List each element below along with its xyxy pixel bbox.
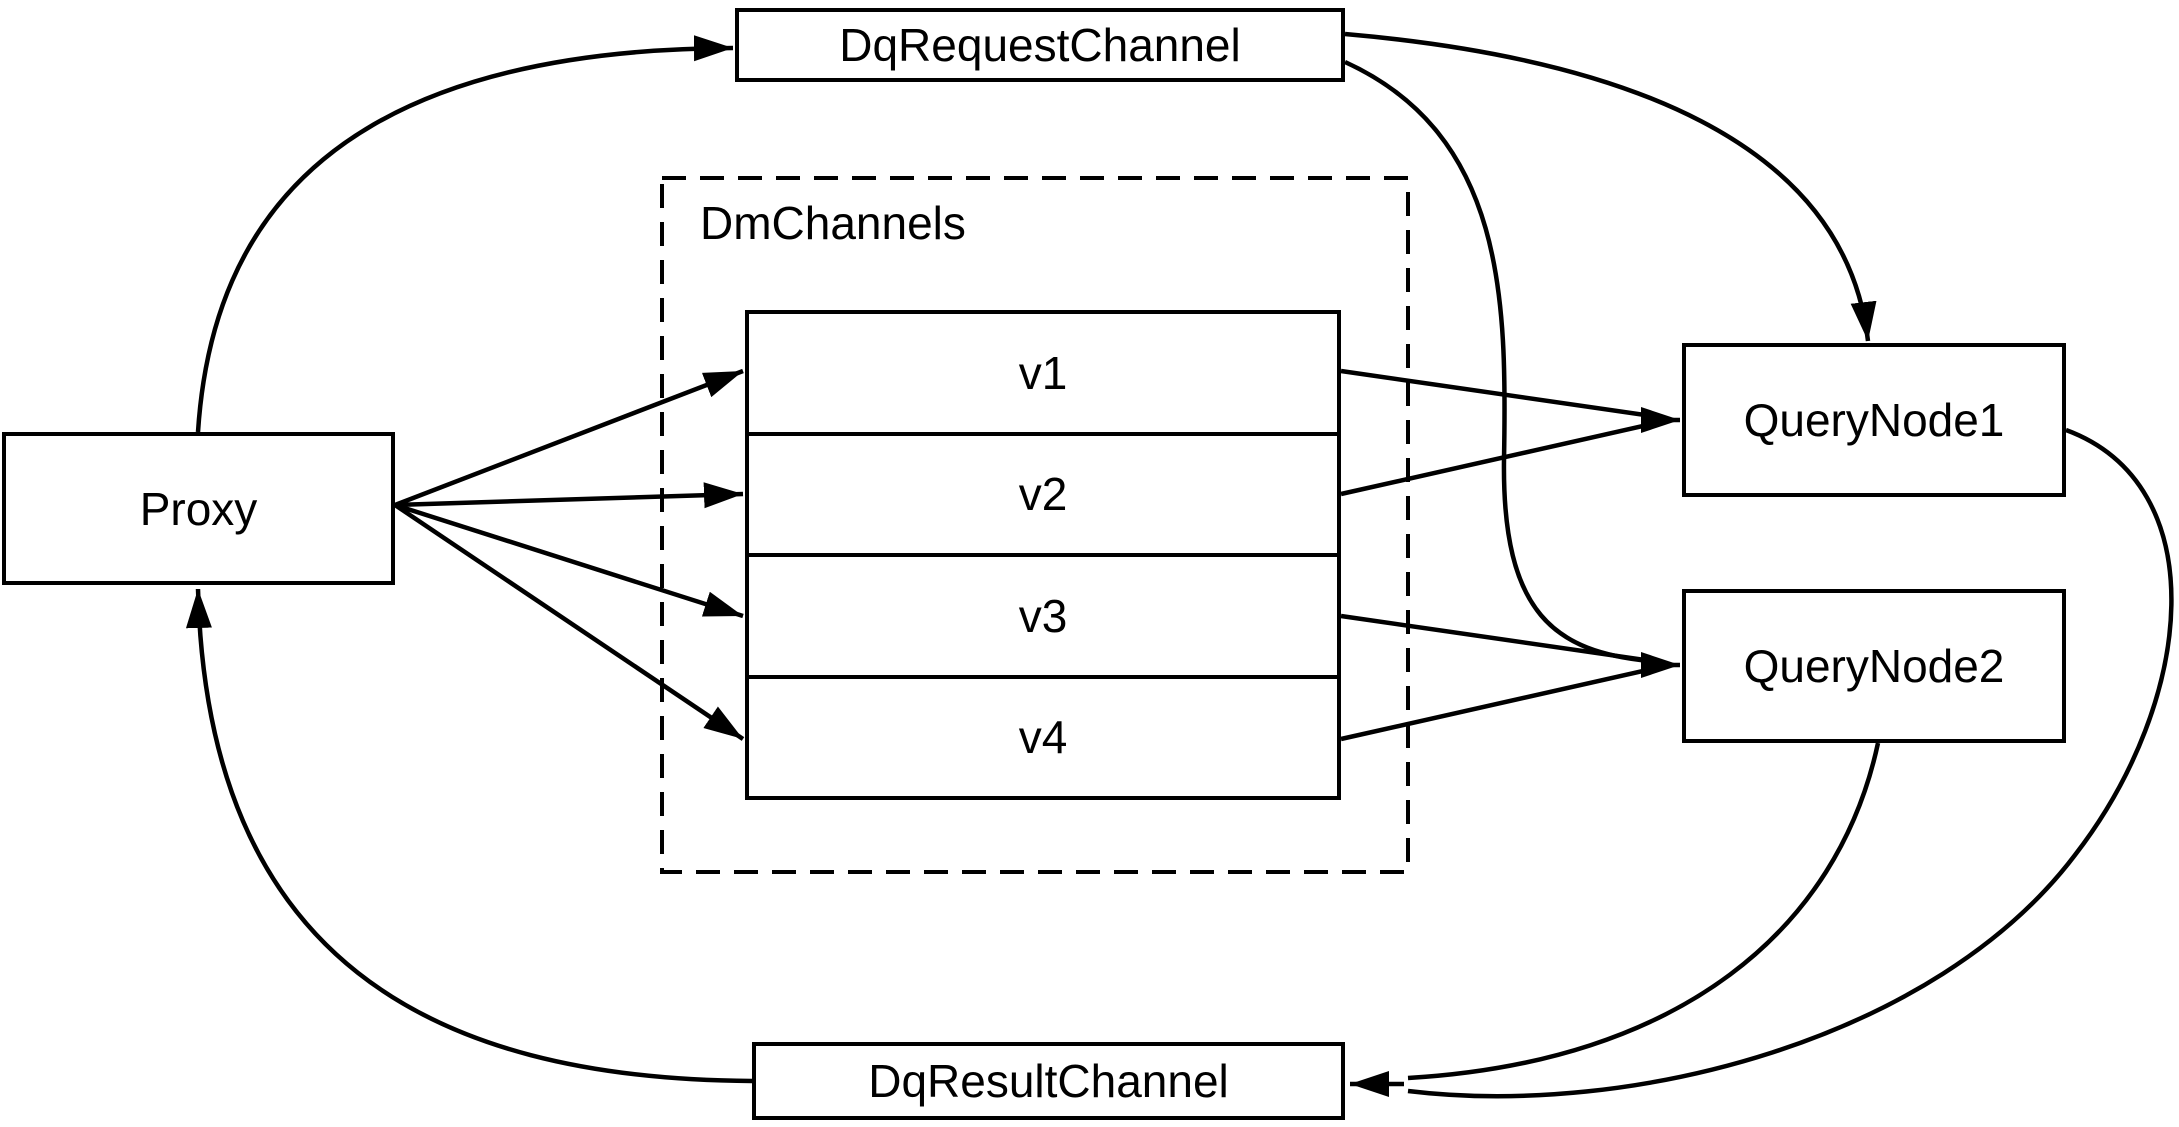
channel-row-v1-label: v1: [1018, 346, 1068, 399]
node-querynode2-label: QueryNode2: [1743, 640, 2005, 692]
edge-dqrequestchannel-to-querynode2: [1344, 59, 1651, 664]
node-querynode1-label: QueryNode1: [1743, 394, 2005, 446]
channel-row-v3-label: v3: [1018, 589, 1068, 642]
channel-row-v2: v2: [749, 436, 1337, 557]
edge-v3-to-querynode2: [1340, 613, 1653, 664]
edge-proxy-to-v1: [394, 368, 744, 508]
dmchannels-group-label: DmChannels: [700, 197, 966, 249]
channel-row-v3: v3: [749, 557, 1337, 679]
edge-querynode2-to-dqresultchannel: [1407, 742, 1881, 1081]
edge-proxy-to-dqrequestchannel: [195, 35, 734, 433]
edge-proxy-to-v3: [394, 502, 744, 619]
node-dqrequestchannel: DqRequestChannel: [735, 8, 1345, 82]
channel-row-v4-label: v4: [1018, 711, 1068, 764]
edge-dqresultchannel-to-proxy: [185, 588, 753, 1084]
node-querynode2: QueryNode2: [1682, 589, 2066, 743]
edge-proxy-to-v4: [393, 503, 745, 741]
node-dqresultchannel-label: DqResultChannel: [868, 1055, 1229, 1107]
node-proxy: Proxy: [2, 432, 395, 585]
node-dqresultchannel: DqResultChannel: [752, 1042, 1345, 1120]
node-proxy-label: Proxy: [139, 482, 258, 535]
channel-row-v4: v4: [749, 679, 1337, 797]
dmchannels-table: v1 v2 v3 v4: [745, 310, 1341, 800]
node-querynode1: QueryNode1: [1682, 343, 2066, 497]
edge-v1-to-querynode1: [1340, 368, 1653, 419]
edge-v2-to-querynode1: [1340, 421, 1653, 497]
edge-querynode1-to-dqresultchannel: [1407, 427, 2174, 1099]
edge-dqrequestchannel-to-querynode1: [1344, 31, 1877, 342]
node-dqrequestchannel-label: DqRequestChannel: [839, 19, 1241, 71]
channel-row-v2-label: v2: [1018, 468, 1068, 521]
channel-row-v1: v1: [749, 314, 1337, 436]
edge-v4-to-querynode2: [1340, 666, 1653, 742]
edge-proxy-to-v2: [394, 482, 744, 509]
